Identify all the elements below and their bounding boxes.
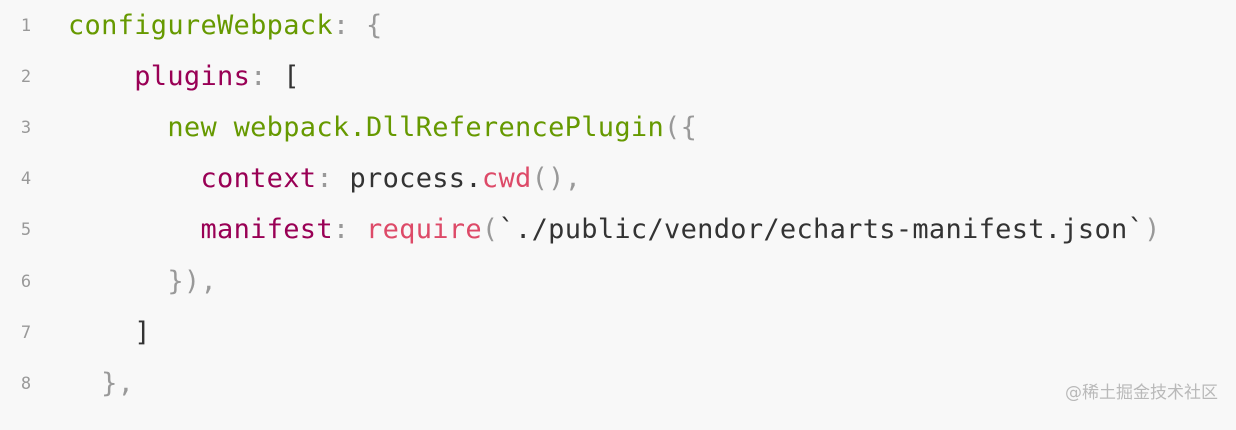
code-token: [68, 61, 134, 92]
code-token: manifest: [200, 214, 333, 245]
code-token: [68, 317, 134, 348]
code-line: 2 plugins: [: [0, 51, 1236, 103]
code-token: new webpack.DllReferencePlugin: [167, 112, 665, 143]
line-number: 2: [20, 67, 32, 87]
code-text: configureWebpack: {: [68, 6, 383, 46]
code-token: cwd: [481, 163, 532, 194]
code-text: manifest: require(`./public/vendor/echar…: [68, 210, 1161, 250]
code-token: [68, 112, 167, 143]
code-block: 1 configureWebpack: { 2 plugins: [ 3 new…: [0, 0, 1236, 410]
code-line: 1 configureWebpack: {: [0, 0, 1236, 52]
code-token: :: [250, 61, 284, 92]
code-text: plugins: [: [68, 57, 300, 97]
code-token: },: [101, 368, 135, 399]
code-token: `./public/vendor/echarts-manifest.json`: [498, 214, 1145, 245]
code-line: 6 }),: [0, 256, 1236, 308]
line-number: 7: [20, 323, 32, 343]
code-token: : {: [332, 10, 383, 41]
code-token: ]: [134, 317, 151, 348]
code-token: [68, 163, 200, 194]
code-token: :: [316, 163, 350, 194]
code-line: 4 context: process.cwd(),: [0, 153, 1236, 205]
code-token: [: [283, 61, 300, 92]
code-token: [68, 214, 200, 245]
watermark: @稀土掘金技术社区: [1065, 383, 1218, 403]
code-token: require: [366, 214, 482, 245]
code-token: ({: [664, 112, 698, 143]
line-number: 8: [20, 374, 32, 394]
code-token: plugins: [134, 61, 251, 92]
code-token: (),: [531, 163, 582, 194]
code-text: }),: [68, 262, 217, 302]
code-text: new webpack.DllReferencePlugin({: [68, 108, 697, 148]
code-line: 5 manifest: require(`./public/vendor/ech…: [0, 204, 1236, 256]
code-line: 3 new webpack.DllReferencePlugin({: [0, 102, 1236, 154]
line-number: 1: [20, 16, 32, 36]
code-token: }),: [167, 266, 218, 297]
code-token: context: [200, 163, 317, 194]
code-token: process.: [349, 163, 482, 194]
line-number: 6: [20, 272, 32, 292]
code-line: 8 },: [0, 358, 1236, 410]
code-token: ): [1144, 214, 1161, 245]
code-token: [68, 368, 101, 399]
line-number: 5: [20, 220, 32, 240]
code-text: },: [68, 364, 134, 404]
code-token: (: [481, 214, 499, 245]
line-number: 3: [20, 118, 32, 138]
code-token: configureWebpack: [68, 10, 333, 41]
code-line: 7 ]: [0, 307, 1236, 359]
code-text: context: process.cwd(),: [68, 159, 581, 199]
code-token: :: [332, 214, 367, 245]
code-text: ]: [68, 313, 151, 353]
line-number: 4: [20, 169, 32, 189]
code-token: [68, 266, 167, 297]
